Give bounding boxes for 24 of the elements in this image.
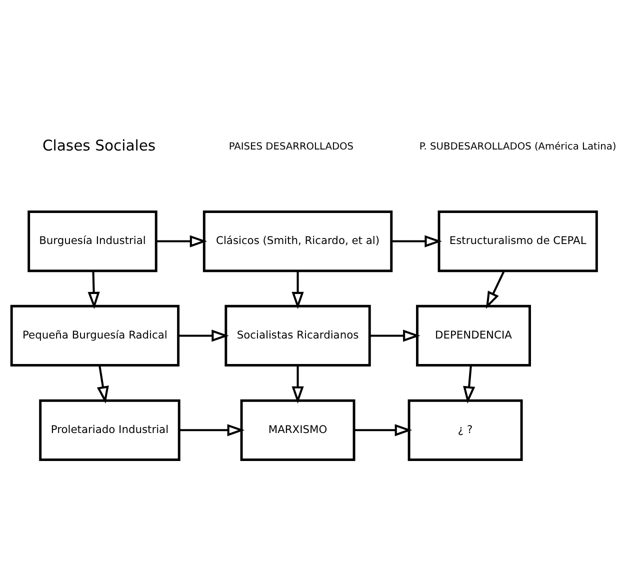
node-box: ¿ ? — [408, 398, 523, 460]
node-box: Pequeña Burguesía Radical — [10, 304, 180, 366]
node-box: Socialistas Ricardianos — [224, 304, 371, 366]
arrow — [486, 270, 505, 308]
node-box: Burguesía Industrial — [28, 210, 158, 272]
label: Clases Sociales — [42, 136, 156, 154]
arrow — [292, 364, 304, 404]
arrow — [370, 329, 420, 342]
arrow — [463, 364, 476, 404]
arrow — [292, 270, 304, 309]
arrow — [178, 329, 229, 342]
node-box: MARXISMO — [240, 398, 356, 460]
arrow — [96, 364, 109, 404]
arrow — [156, 234, 208, 247]
arrow — [179, 424, 245, 436]
label: PAISES DESARROLLADOS — [228, 140, 354, 152]
node-box: Estructuralismo de CEPAL — [438, 210, 598, 272]
node-box: Proletariado Industrial — [39, 398, 180, 460]
node-box: DEPENDENCIA — [416, 304, 531, 366]
label: P. SUBDESAROLLADOS (América Latina) — [419, 140, 616, 152]
arrow — [391, 234, 442, 247]
arrow — [354, 424, 412, 436]
arrow — [88, 270, 100, 309]
node-box: Clásicos (Smith, Ricardo, et al) — [202, 210, 393, 272]
